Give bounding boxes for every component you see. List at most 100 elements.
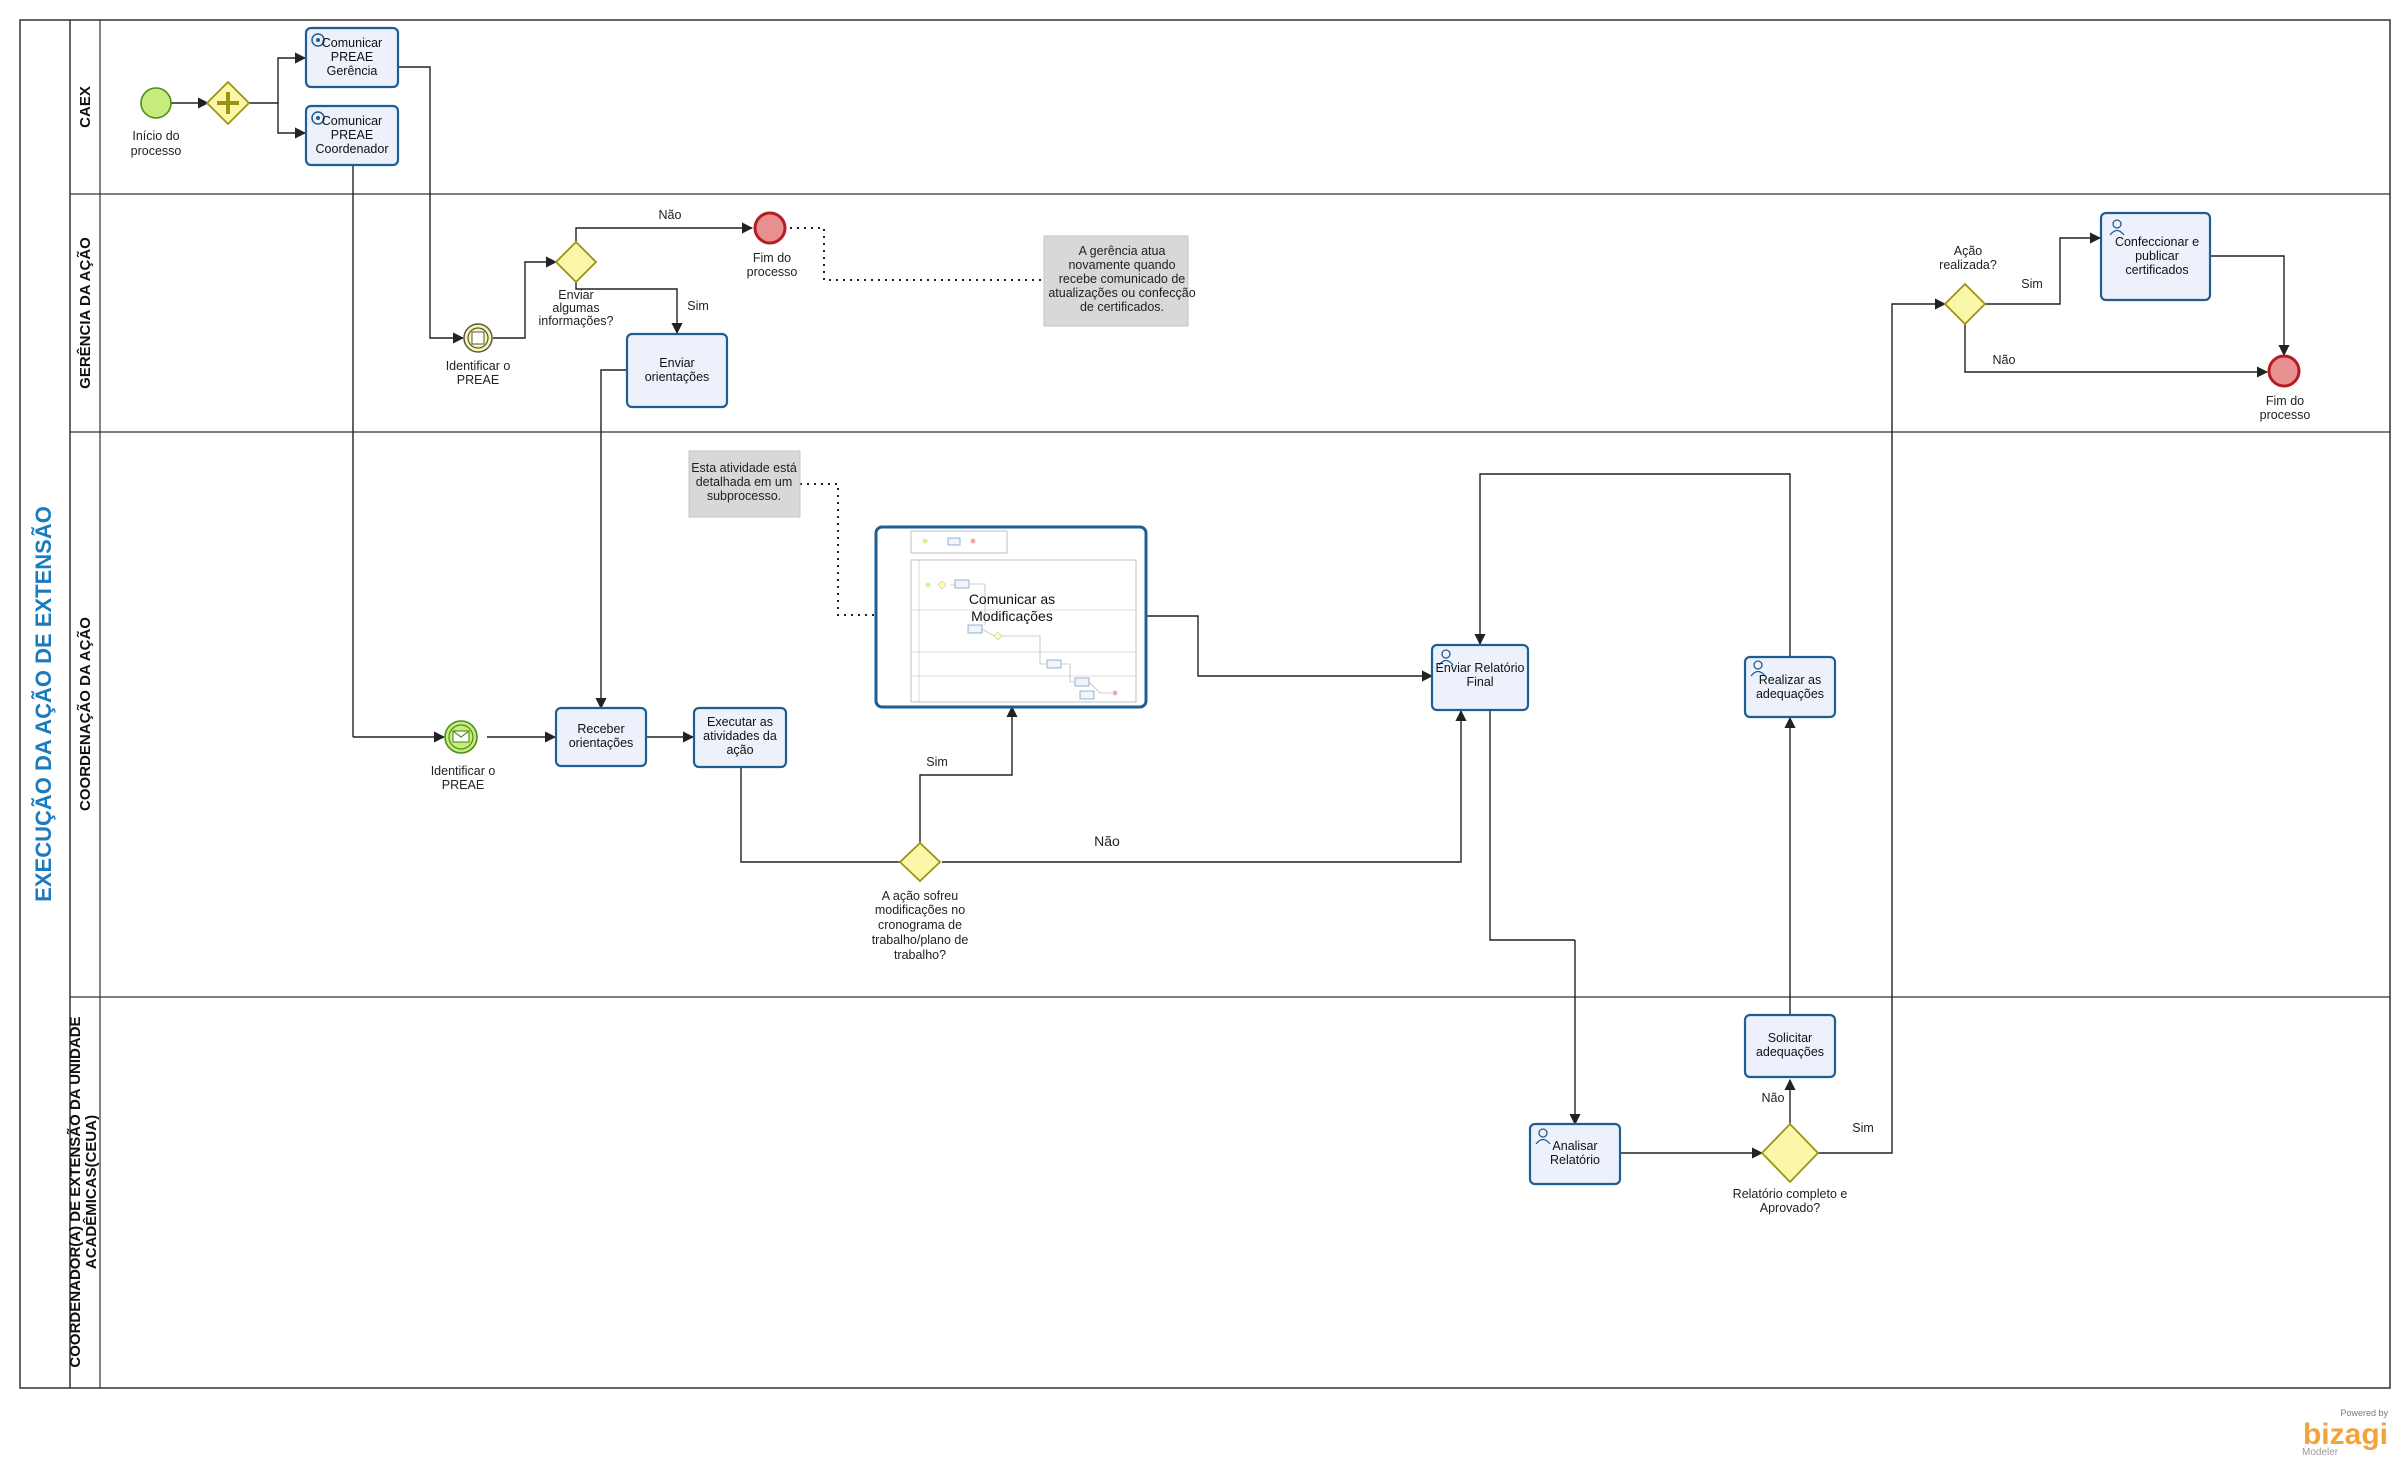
task-enviar-relatorio-final[interactable] [1430,643,1530,712]
task-receber-orientacoes-label-1: Receber [577,722,624,736]
flow-label-nao: Não [659,208,682,222]
end-event-gerencia[interactable] [753,211,787,245]
task-solicitar-adequacoes-label-1: Solicitar [1768,1031,1812,1045]
intermediate-event-identificar-preae[interactable] [463,323,493,353]
annotation-gerencia-line-2: novamente quando [1068,258,1175,272]
subprocess-comunicar-modificacoes[interactable] [874,525,1148,709]
start-event-label-2: processo [131,144,182,158]
flow-label-nao-realizada: Não [1993,353,2016,367]
task-solicitar-adequacoes[interactable] [1743,1013,1837,1079]
task-confeccionar-certificados[interactable] [2099,211,2212,302]
annotation-gerencia-line-5: de certificados. [1080,300,1164,314]
task-enviar-orientacoes-label-1: Enviar [659,356,694,370]
annotation-gerencia [1043,235,1189,327]
task-confeccionar-label-1: Confeccionar e [2115,235,2199,249]
lane-gerencia-title: GERÊNCIA DA AÇÃO [76,237,94,389]
gateway-enviar-informacoes-label-3: informações? [538,314,613,328]
task-comunicar-preae-coordenador-label-1: Comunicar [322,114,382,128]
task-enviar-orientacoes[interactable] [625,332,729,409]
task-comunicar-preae-coordenador-label-3: Coordenador [316,142,389,156]
task-executar-atividades-label-2: atividades da [703,729,777,743]
annotation-gerencia-line-3: recebe comunicado de [1059,272,1186,286]
end-event-final[interactable] [2267,354,2301,388]
task-realizar-adequacoes-label-2: adequações [1756,687,1824,701]
brand-powered: Powered by [2340,1408,2388,1418]
document-icon [471,331,485,345]
gateway-modificacoes-label-2: modificações no [875,903,965,917]
service-gear-icon [311,33,325,47]
annotation-subprocess-line-1: Esta atividade está [691,461,797,475]
gateway-acao-realizada[interactable] [1943,282,1987,326]
annotation-gerencia-line-4: atualizações ou confecção [1048,286,1195,300]
gateway-acao-realizada-label-1: Ação [1954,244,1983,258]
gateway-modificacoes-label-1: A ação sofreu [882,889,958,903]
gateway-modificacoes-label-5: trabalho? [894,948,946,962]
start-event[interactable] [140,87,172,119]
start-event-label-1: Início do [132,129,179,143]
task-executar-atividades[interactable] [692,706,788,769]
task-enviar-orientacoes-label-2: orientações [645,370,710,384]
task-executar-atividades-label-3: ação [726,743,753,757]
task-comunicar-preae-gerencia-label-3: Gerência [327,64,378,78]
task-confeccionar-label-2: publicar [2135,249,2179,263]
lane-coordenacao-title: COORDENAÇÃO DA AÇÃO [76,617,94,811]
task-analisar-relatorio-label-2: Relatório [1550,1153,1600,1167]
task-solicitar-adequacoes-label-2: adequações [1756,1045,1824,1059]
task-executar-atividades-label-1: Executar as [707,715,773,729]
gateway-modificacoes-label-4: trabalho/plano de [872,933,969,947]
gateway-acao-modificacoes[interactable] [898,841,942,883]
lane-caex-title: CAEX [77,86,94,128]
task-comunicar-preae-coordenador[interactable] [304,104,400,167]
gateway-relatorio-label-2: Aprovado? [1760,1201,1821,1215]
task-confeccionar-label-3: certificados [2125,263,2188,277]
gateway-enviar-informacoes-label-2: algumas [552,301,599,315]
task-enviar-relatorio-label-1: Enviar Relatório [1436,661,1525,675]
service-gear-icon [311,111,325,125]
task-receber-orientacoes[interactable] [554,706,648,768]
flow-label-sim-realizada: Sim [2021,277,2043,291]
lane-ceua-title-1: COORDENADOR(A) DE EXTENSÃO DA UNIDADE [66,1016,84,1367]
end-event-final-label-1: Fim do [2266,394,2304,408]
user-icon [1535,1128,1551,1145]
gateway-relatorio-label-1: Relatório completo e [1733,1187,1848,1201]
task-realizar-adequacoes[interactable] [1743,655,1837,719]
task-analisar-relatorio[interactable] [1528,1122,1622,1186]
annotation-subprocess-line-3: subprocesso. [707,489,781,503]
brand-product: Modeler [2302,1447,2339,1458]
task-receber-orientacoes-label-2: orientações [569,736,634,750]
task-comunicar-preae-gerencia-label-2: PREAE [331,50,373,64]
parallel-gateway[interactable] [205,80,251,126]
subprocess-comunicar-label-2: Modificações [971,608,1053,624]
message-start-event[interactable] [444,720,478,754]
gateway-acao-realizada-label-2: realizada? [1939,258,1997,272]
bizagi-logo: Powered by bizagi Modeler [2302,1408,2388,1458]
flow-label-sim-relatorio: Sim [1852,1121,1874,1135]
lane-ceua-title-2: ACADÊMICAS(CEUA) [82,1115,100,1269]
annotation-subprocess-line-2: detalhada em um [696,475,793,489]
end-event-final-label-2: processo [2260,408,2311,422]
user-icon [2109,219,2125,236]
subprocess-thumbnail [910,530,1137,703]
end-event-gerencia-label-1: Fim do [753,251,791,265]
brand-name: bizagi [2303,1418,2388,1451]
annotation-gerencia-line-1: A gerência atua [1079,244,1166,258]
pool-frame [19,19,2391,1389]
envelope-icon [452,730,470,743]
user-icon [1750,660,1766,677]
task-analisar-relatorio-label-1: Analisar [1552,1139,1597,1153]
pool-title: EXECUÇÃO DA AÇÃO DE EXTENSÃO [31,506,56,902]
subprocess-comunicar-label-1: Comunicar as [969,591,1055,607]
intermediate-event-label-1: Identificar o [446,359,511,373]
message-event-label-1: Identificar o [431,764,496,778]
gateway-enviar-informacoes[interactable] [554,240,598,284]
task-comunicar-preae-gerencia[interactable] [304,26,400,89]
annotation-subprocess [688,450,801,518]
flow-label-sim: Sim [687,299,709,313]
message-event-label-2: PREAE [442,778,484,792]
gateway-enviar-informacoes-label-1: Enviar [558,288,593,302]
end-event-gerencia-label-2: processo [747,265,798,279]
task-comunicar-preae-coordenador-label-2: PREAE [331,128,373,142]
user-icon [1438,649,1454,666]
gateway-relatorio-aprovado[interactable] [1760,1122,1820,1184]
